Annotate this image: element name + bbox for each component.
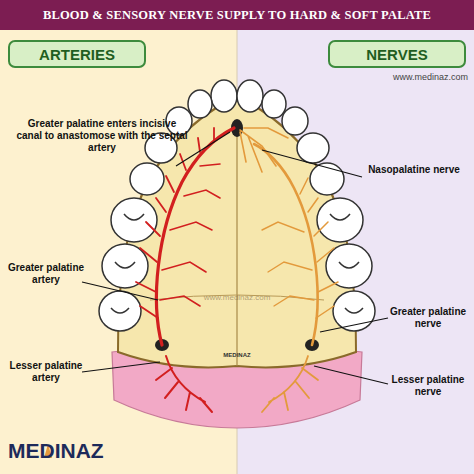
nerve-label: Nasopalatine nerve	[364, 164, 464, 176]
section-header: ARTERIES	[39, 46, 115, 63]
brand-logo: MEDINAZ	[8, 438, 128, 463]
section-header: NERVES	[366, 46, 427, 63]
annotation-label: Greater palatine enters incisive canal t…	[16, 118, 188, 154]
nerve-label: Greater palatine nerve	[388, 306, 468, 330]
watermark: www.medinaz.com	[170, 293, 304, 303]
nerve-label: Lesser palatine nerve	[388, 374, 468, 398]
artery-label: Greater palatine artery	[6, 262, 86, 286]
title-text: BLOOD & SENSORY NERVE SUPPLY TO HARD & S…	[0, 0, 474, 30]
section-header-box: ARTERIES	[8, 40, 146, 68]
website-url: www.medinaz.com	[376, 72, 468, 83]
artery-label: Lesser palatine artery	[6, 360, 86, 384]
section-header-box: NERVES	[328, 40, 466, 68]
watermark: MEDINAZ	[212, 352, 262, 359]
